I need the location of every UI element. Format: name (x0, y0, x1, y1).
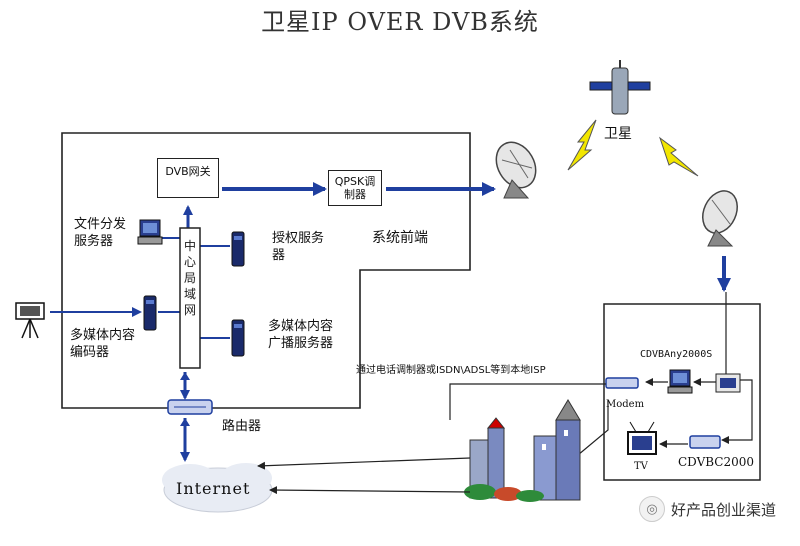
uplink-dish-icon (495, 141, 537, 199)
auth-server-icon (231, 231, 245, 267)
client-pc-icon (667, 369, 693, 394)
feed-to-cdvbc-line (721, 379, 753, 444)
router-icon (167, 399, 213, 415)
dvb-gateway-box: DVB网关 (157, 158, 219, 198)
qpsk-label: QPSK调制器 (334, 175, 376, 201)
dish-feed-line (725, 292, 748, 381)
diagram-title: 卫星IP OVER DVB系统 (261, 8, 539, 36)
isp-internet-line-1 (257, 457, 471, 470)
cable-receiver-icon (689, 435, 721, 449)
isp-internet-line-2 (269, 486, 471, 495)
encoder-server-icon (143, 295, 157, 331)
receiver-area-box (603, 303, 761, 481)
dvb-gateway-label: DVB网关 (165, 165, 211, 178)
lightning-downlink (659, 136, 699, 177)
headend-outline (61, 132, 471, 409)
satellite-label: 卫星 (604, 126, 632, 142)
city-buildings-icon (464, 399, 581, 502)
internet-label: Internet (176, 479, 251, 498)
modem-icon (605, 377, 639, 389)
encoder-label: 多媒体内容编码器 (70, 328, 136, 360)
broadcast-server-label: 多媒体内容广播服务器 (268, 319, 334, 351)
modem-note-label: 通过电话调制器或ISDN\ADSL等到本地ISP (356, 365, 546, 376)
qpsk-modulator-box: QPSK调制器 (328, 170, 382, 206)
camera-icon (15, 302, 45, 339)
broadcast-server-icon (231, 319, 245, 357)
wechat-logo-icon: ◎ (638, 496, 665, 522)
cdvb-any-label: CDVBAny2000S (640, 349, 713, 360)
modem-label: Modem (606, 399, 645, 410)
auth-server-label: 授权服务器 (272, 231, 325, 263)
downlink-dish-icon (702, 190, 738, 247)
file-server-icon (137, 219, 163, 245)
central-lan-label: 中心局域网 (183, 239, 196, 317)
tv-icon (627, 421, 657, 455)
satellite-receiver-icon (715, 373, 741, 393)
router-label: 路由器 (222, 419, 262, 434)
lightning-uplink (567, 119, 597, 171)
central-lan-box (179, 227, 201, 369)
system-frontend-label: 系统前端 (372, 230, 428, 246)
tv-label: TV (634, 461, 648, 472)
satellite-icon (589, 60, 651, 115)
watermark-text: 好产品创业渠道 (670, 500, 776, 519)
cdvbc-label: CDVBC2000 (678, 455, 755, 469)
file-server-label: 文件分发服务器 (74, 217, 127, 249)
watermark: ◎ 好产品创业渠道 (638, 496, 776, 522)
modem-isp-line (449, 383, 606, 420)
